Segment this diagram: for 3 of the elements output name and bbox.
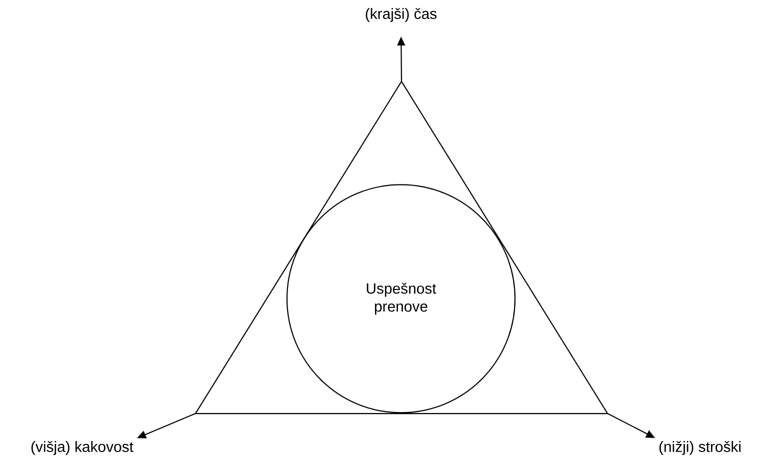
axis-label: (krajši) čas — [366, 8, 437, 22]
axis-label: (nižji) stroški — [659, 441, 740, 455]
axis-label: (višja) kakovost — [31, 441, 134, 455]
